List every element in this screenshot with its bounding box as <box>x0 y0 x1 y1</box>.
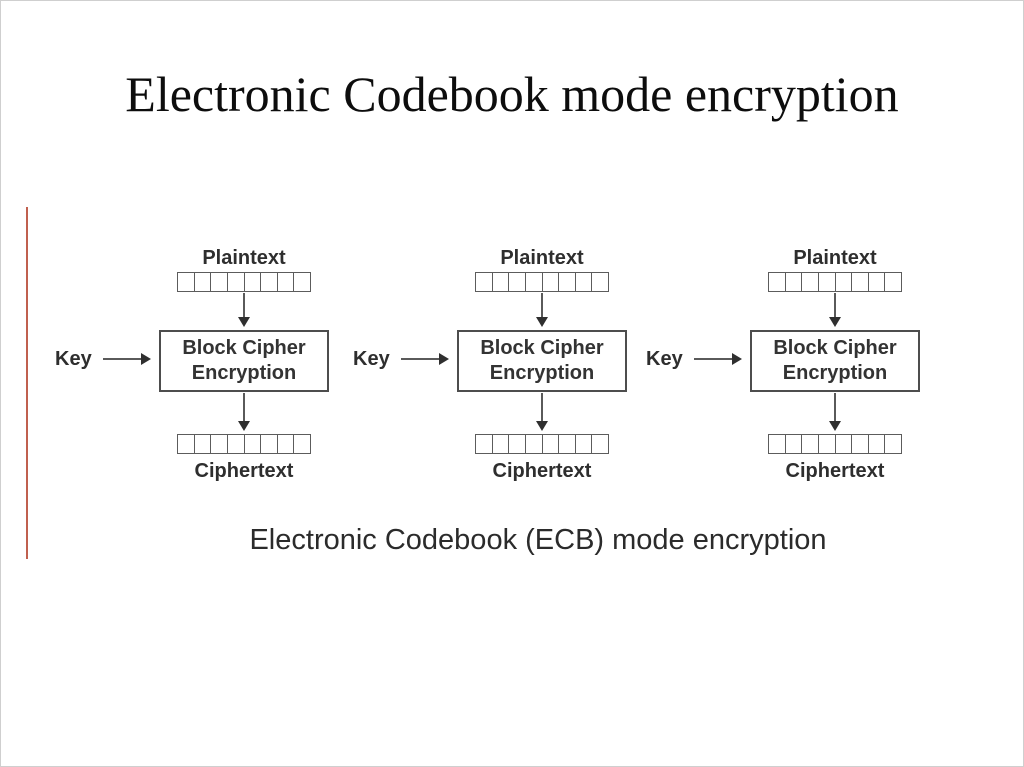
block-cell <box>559 435 576 453</box>
block-cell <box>869 273 886 291</box>
key-label: Key <box>646 348 683 370</box>
block-cell <box>592 435 608 453</box>
ciphertext-block-bar <box>177 434 311 454</box>
encryption-stack: Plaintext Block Cipher Encryption Cipher… <box>457 247 627 482</box>
box-label-line1: Block Cipher <box>182 337 306 359</box>
block-cell <box>819 435 836 453</box>
block-cell <box>195 435 212 453</box>
key-arrow-right-icon <box>400 353 449 365</box>
block-cell <box>261 435 278 453</box>
block-cell <box>786 273 803 291</box>
left-accent-line <box>26 207 28 559</box>
block-cell <box>211 273 228 291</box>
block-cell <box>819 273 836 291</box>
block-cell <box>852 435 869 453</box>
ecb-unit-3: Key Plaintext Block Cipher Encryption Ci… <box>646 247 926 482</box>
key-input-group: Key <box>55 348 151 370</box>
block-cell <box>543 435 560 453</box>
block-cell <box>526 435 543 453</box>
block-cell <box>294 435 310 453</box>
box-label-line2: Encryption <box>489 362 595 384</box>
down-arrow-icon <box>829 293 841 327</box>
block-cipher-encryption-box: Block Cipher Encryption <box>159 330 329 392</box>
down-arrow-icon <box>238 293 250 327</box>
block-cell <box>576 435 593 453</box>
down-arrow-icon <box>536 293 548 327</box>
key-label: Key <box>353 348 390 370</box>
down-arrow-icon <box>829 393 841 431</box>
ciphertext-label: Ciphertext <box>194 460 294 482</box>
box-label-line1: Block Cipher <box>773 337 897 359</box>
box-label-line2: Encryption <box>191 362 297 384</box>
block-cipher-encryption-box: Block Cipher Encryption <box>457 330 627 392</box>
block-cell <box>885 273 901 291</box>
block-cell <box>836 273 853 291</box>
key-input-group: Key <box>646 348 742 370</box>
key-input-group: Key <box>353 348 449 370</box>
block-cell <box>509 273 526 291</box>
block-cell <box>836 435 853 453</box>
block-cell <box>509 435 526 453</box>
key-label: Key <box>55 348 92 370</box>
block-cell <box>245 435 262 453</box>
block-cell <box>769 273 786 291</box>
block-cell <box>228 435 245 453</box>
block-cell <box>278 435 295 453</box>
block-cell <box>245 273 262 291</box>
block-cell <box>294 273 310 291</box>
block-cell <box>476 273 493 291</box>
block-cell <box>802 435 819 453</box>
block-cell <box>802 273 819 291</box>
key-arrow-right-icon <box>102 353 151 365</box>
ciphertext-block-bar <box>475 434 609 454</box>
plaintext-block-bar <box>177 272 311 292</box>
plaintext-label: Plaintext <box>793 247 877 269</box>
ecb-unit-1: Key Plaintext Block Cipher Encryption Ci… <box>55 247 335 482</box>
block-cell <box>228 273 245 291</box>
block-cell <box>476 435 493 453</box>
block-cell <box>559 273 576 291</box>
block-cell <box>526 273 543 291</box>
plaintext-label: Plaintext <box>500 247 584 269</box>
block-cell <box>178 273 195 291</box>
plaintext-label: Plaintext <box>202 247 286 269</box>
block-cipher-encryption-box: Block Cipher Encryption <box>750 330 920 392</box>
block-cell <box>493 435 510 453</box>
block-cell <box>261 273 278 291</box>
plaintext-block-bar <box>768 272 902 292</box>
block-cell <box>543 273 560 291</box>
down-arrow-icon <box>536 393 548 431</box>
box-label-line1: Block Cipher <box>480 337 604 359</box>
block-cell <box>769 435 786 453</box>
down-arrow-icon <box>238 393 250 431</box>
box-label-line2: Encryption <box>782 362 888 384</box>
slide-title: Electronic Codebook mode encryption <box>125 66 899 122</box>
ecb-unit-2: Key Plaintext Block Cipher Encryption Ci… <box>353 247 633 482</box>
block-cell <box>493 273 510 291</box>
block-cell <box>195 273 212 291</box>
block-cell <box>592 273 608 291</box>
ciphertext-block-bar <box>768 434 902 454</box>
key-arrow-right-icon <box>693 353 742 365</box>
block-cell <box>178 435 195 453</box>
block-cell <box>576 273 593 291</box>
ciphertext-label: Ciphertext <box>785 460 885 482</box>
block-cell <box>786 435 803 453</box>
block-cell <box>211 435 228 453</box>
block-cell <box>278 273 295 291</box>
block-cell <box>885 435 901 453</box>
block-cell <box>869 435 886 453</box>
block-cell <box>852 273 869 291</box>
encryption-stack: Plaintext Block Cipher Encryption Cipher… <box>159 247 329 482</box>
plaintext-block-bar <box>475 272 609 292</box>
ciphertext-label: Ciphertext <box>492 460 592 482</box>
diagram-caption: Electronic Codebook (ECB) mode encryptio… <box>249 524 827 556</box>
encryption-stack: Plaintext Block Cipher Encryption Cipher… <box>750 247 920 482</box>
